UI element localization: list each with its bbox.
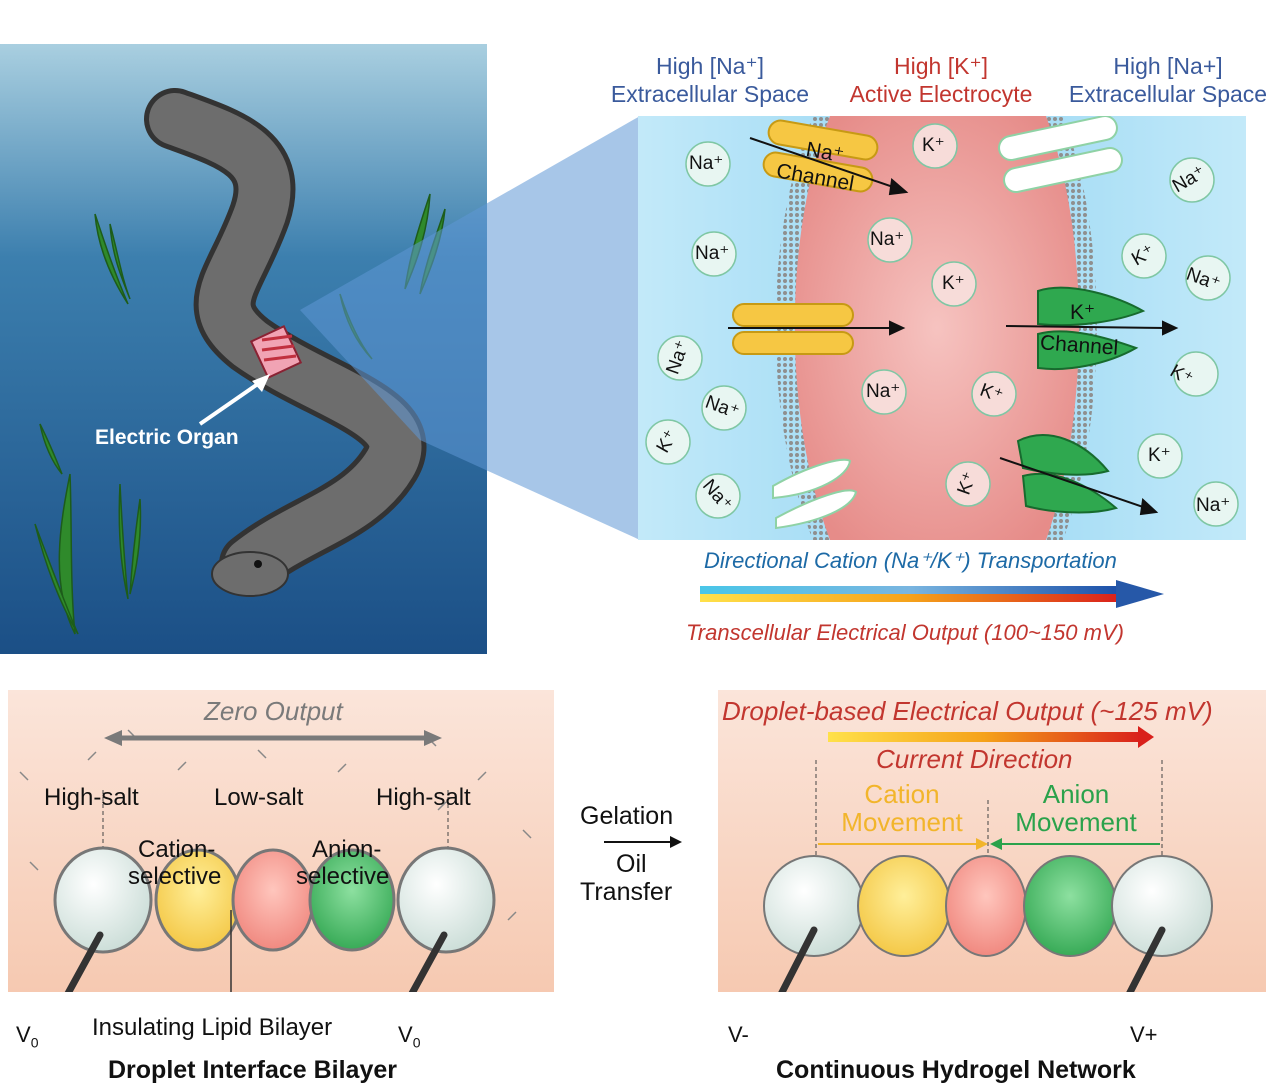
transfer-label: Transfer [580,878,673,906]
gelation-arrow [604,836,682,848]
oil-label: Oil [616,850,647,878]
hydrogel-title: Continuous Hydrogel Network [776,1056,1136,1084]
cation-movement-line1: Cation [864,779,940,809]
transport-arrows [728,137,1179,516]
ion-label: Na⁺ [870,229,905,250]
region-label-right: High-salt [376,784,471,811]
hydrogel-output-label: Droplet-based Electrical Output (~125 mV… [722,696,1213,726]
ion-label: Na⁺ [866,381,901,402]
header-right-line2: Extracellular Space [1068,81,1268,107]
voltage-plus: V+ [1130,1022,1158,1047]
cation-selective-line1: Cation- [138,836,216,863]
transport-label: Directional Cation (Na⁺/K⁺) Transportati… [704,548,1117,573]
ion-label: Na⁺ [689,153,724,174]
region-label-mid: Low-salt [214,784,304,811]
gelation-label: Gelation [580,802,674,830]
ion-label: K⁺ [942,273,965,294]
current-direction-label: Current Direction [876,744,1073,774]
ion-label: K⁺ [922,135,945,156]
anion-movement-line2: Movement [1015,807,1137,837]
ion-label: K⁺ [1148,445,1171,466]
voltage-minus: V- [728,1022,749,1047]
ion-circles [645,123,1239,527]
electric-organ-label: Electric Organ [95,426,239,449]
k-channel-label-line1: K⁺ [1070,301,1096,324]
header-mid-line2: Active Electrocyte [849,81,1033,107]
zoom-projection [300,116,640,540]
electric-organ-marker [249,324,303,380]
voltage-left: V0 [16,1022,39,1051]
seaweed-icon [34,193,446,635]
output-label: Transcellular Electrical Output (100~150… [686,620,1124,645]
inactive-channel-icon [772,115,1123,530]
ion-label: Na⁺ [695,243,730,264]
gradient-arrow [700,580,1164,608]
header-right-line1: High [Na+] [1113,53,1223,79]
ion-label: Na⁺ [1196,495,1231,516]
zero-output-label: Zero Output [204,696,343,726]
anion-movement-line1: Anion [1042,779,1110,809]
header-mid-line1: High [K⁺] [894,53,988,79]
k-channel-icon [1016,286,1146,514]
region-label-left: High-salt [44,784,139,811]
anion-selective-line2: selective [296,863,390,890]
cation-selective-line2: selective [128,863,222,890]
hydrogel-diagram [763,726,1213,992]
header-left-line1: High [Na⁺] [655,53,764,79]
bilayer-label: Insulating Lipid Bilayer [92,1014,333,1041]
voltage-right: V0 [398,1022,421,1051]
header-left-line2: Extracellular Space [610,81,810,107]
na-channel-icon [732,119,879,355]
dib-diagram [19,729,532,992]
electrocyte-diagram [638,115,1246,540]
anion-selective-line1: Anion- [312,836,382,863]
cation-movement-line2: Movement [841,807,963,837]
dib-title: Droplet Interface Bilayer [108,1056,397,1084]
